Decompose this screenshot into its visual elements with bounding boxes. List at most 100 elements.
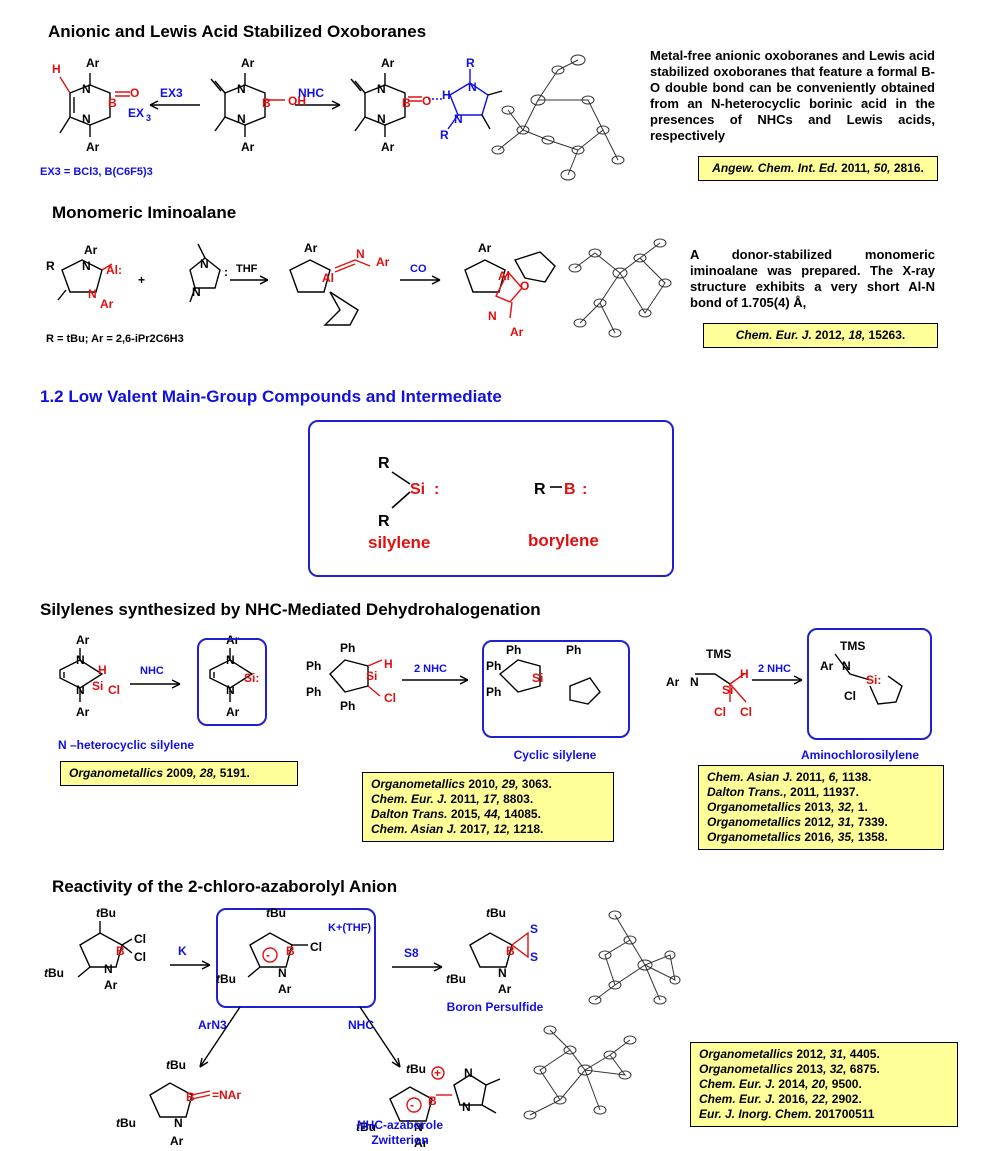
citation-entry: Organometallics 2013, 32, 6875. xyxy=(699,1062,880,1076)
azaborolyl-anion-box xyxy=(216,908,376,1008)
reagent-nhc-label-2: NHC xyxy=(348,1018,374,1032)
svg-text:Si:: Si: xyxy=(244,671,259,685)
counter-ion-label: K+(THF) xyxy=(328,922,371,934)
svg-text:Ph: Ph xyxy=(340,699,355,713)
svg-text:Ph: Ph xyxy=(566,643,581,657)
svg-text:Ar: Ar xyxy=(381,56,395,70)
svg-text:Ar: Ar xyxy=(666,675,680,689)
svg-text:H: H xyxy=(98,663,107,677)
svg-text:Ar: Ar xyxy=(76,633,90,647)
svg-text:N: N xyxy=(278,966,287,980)
svg-text:OH: OH xyxy=(288,94,306,108)
svg-text:=NAr: =NAr xyxy=(212,1088,241,1102)
svg-text:B: B xyxy=(186,1090,195,1104)
crystal-structure-persulfide xyxy=(588,910,681,1005)
citation-entry: Dalton Trans. 2015, 44, 14085. xyxy=(371,807,541,821)
svg-text:Ar: Ar xyxy=(241,140,255,154)
reagent-2nhc-c: 2 NHC xyxy=(758,663,791,675)
svg-text:Ph: Ph xyxy=(486,659,501,673)
iminoalane-scheme: R Ar N Al: N Ar + NN : Ar Al N Ar Ar Al … xyxy=(46,241,556,345)
svg-text:N: N xyxy=(88,287,97,301)
svg-text:N: N xyxy=(356,247,365,261)
borylene-label: borylene xyxy=(528,531,599,550)
aminochlorosilylene-citations: Chem. Asian J. 2011, 6, 1138. Dalton Tra… xyxy=(698,765,944,850)
svg-text:Al: Al xyxy=(322,271,334,285)
svg-text:Ar: Ar xyxy=(820,659,834,673)
svg-text:N: N xyxy=(488,309,497,323)
citation-volume: 50 xyxy=(873,161,888,175)
svg-text:O: O xyxy=(130,86,139,100)
svg-text:Si: Si xyxy=(92,679,103,693)
iminoalane-citation: Chem. Eur. J. 2012, 18, 15263. xyxy=(703,323,938,348)
citation-entry: Chem. Asian J. 2011, 6, 1138. xyxy=(707,770,872,784)
svg-text:H: H xyxy=(384,657,393,671)
svg-text:N: N xyxy=(226,683,235,697)
svg-text:B: B xyxy=(262,96,271,110)
svg-text:Si: Si xyxy=(532,671,543,685)
svg-text:R: R xyxy=(378,455,390,472)
nhc-silylene-citations: Organometallics 2009, 28, 5191. xyxy=(60,761,298,786)
svg-text:Ph: Ph xyxy=(306,659,321,673)
svg-text:Ar: Ar xyxy=(278,982,292,996)
zwitterion-label-line1: NHC-azaborole xyxy=(356,1118,443,1132)
svg-text:N: N xyxy=(82,259,91,273)
reagent-arn3-label: ArN3 xyxy=(198,1018,227,1032)
svg-text:N: N xyxy=(462,1100,471,1114)
nhc-silylene-label: N –heterocyclic silylene xyxy=(58,738,195,752)
svg-text:Cl: Cl xyxy=(740,705,752,719)
aminochlorosilylene-label: Aminochlorosilylene xyxy=(800,748,920,762)
svg-text:N: N xyxy=(464,1066,473,1080)
azaborolyl-citations: Organometallics 2012, 31, 4405. Organome… xyxy=(690,1042,958,1127)
svg-text:Cl: Cl xyxy=(714,705,726,719)
citation-entry: Organometallics 2013, 32, 1. xyxy=(707,800,868,814)
citation-pages: 2816. xyxy=(893,161,924,175)
svg-text:Si:: Si: xyxy=(866,673,881,687)
citation-year: 2012 xyxy=(815,328,842,342)
svg-text:B: B xyxy=(286,944,295,958)
svg-text:N: N xyxy=(377,112,386,126)
iminoalane-description: A donor-stabilized monomeric iminoalane … xyxy=(690,247,935,310)
svg-text:N: N xyxy=(226,653,235,667)
svg-text:Cl: Cl xyxy=(844,689,856,703)
svg-text:N: N xyxy=(237,112,246,126)
svg-text:Cl: Cl xyxy=(310,940,322,954)
svg-text:tBu: tBu xyxy=(216,972,236,986)
iminoalane-footnote: R = tBu; Ar = 2,6-iPr2C6H3 xyxy=(46,333,184,345)
svg-text:Ar: Ar xyxy=(86,140,100,154)
svg-text:H: H xyxy=(740,667,749,681)
svg-text:N: N xyxy=(690,675,699,689)
svg-text:N: N xyxy=(237,82,246,96)
svg-text:tBu: tBu xyxy=(406,1062,426,1076)
svg-text:Ar: Ar xyxy=(86,56,100,70)
svg-text:Cl: Cl xyxy=(134,932,146,946)
svg-text:S: S xyxy=(530,950,538,964)
svg-text:N: N xyxy=(76,653,85,667)
svg-text:+: + xyxy=(138,273,145,287)
svg-text:Ar: Ar xyxy=(381,140,395,154)
svg-text:Ar: Ar xyxy=(414,1136,428,1150)
svg-text:Ar: Ar xyxy=(226,705,240,719)
svg-text:N: N xyxy=(174,1116,183,1130)
cyclic-silylene-citations: Organometallics 2010, 29, 3063. Chem. Eu… xyxy=(362,772,614,842)
oxoborane-description: Metal-free anionic oxoboranes and Lewis … xyxy=(650,48,935,143)
citation-journal: Angew. Chem. Int. Ed. xyxy=(712,161,838,175)
citation-volume: 18 xyxy=(848,328,862,342)
svg-text:B: B xyxy=(402,96,411,110)
aminochlorosilylene-box xyxy=(807,628,932,740)
citation-entry: Chem. Eur. J. 2011, 17, 8803. xyxy=(371,792,534,806)
svg-text:N: N xyxy=(76,683,85,697)
svg-text:Ar: Ar xyxy=(170,1134,184,1148)
svg-text:S: S xyxy=(530,922,538,936)
reagent-k-label: K xyxy=(178,944,187,958)
svg-text:N: N xyxy=(377,82,386,96)
svg-text:EX: EX xyxy=(128,106,144,120)
svg-text:tBu: tBu xyxy=(44,966,64,980)
svg-text:Si: Si xyxy=(410,481,425,498)
silylene-borylene-structures: R R Si : R B : silylene borylene xyxy=(368,455,599,552)
svg-text:Ar: Ar xyxy=(76,705,90,719)
svg-text:O: O xyxy=(422,94,431,108)
crystal-structure-oxoborane xyxy=(491,54,625,181)
svg-text:tBu: tBu xyxy=(356,1120,376,1134)
